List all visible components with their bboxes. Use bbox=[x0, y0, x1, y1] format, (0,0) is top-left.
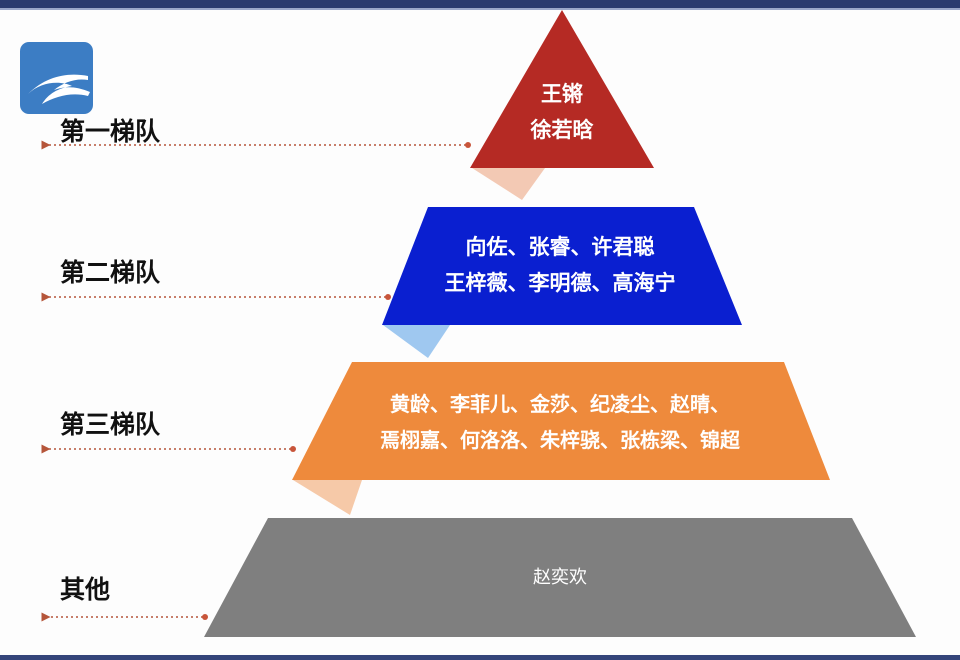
zhejiang-tv-logo bbox=[20, 42, 93, 114]
tier4-name-line: 赵奕欢 bbox=[533, 567, 587, 588]
bottom-border bbox=[0, 655, 960, 660]
tier4-label: 其他 bbox=[60, 575, 111, 604]
tier3-label: 第三梯队 bbox=[60, 410, 161, 439]
tier1-name-line: 王锵 bbox=[541, 82, 583, 106]
tier1-names: 王锵 徐若晗 bbox=[500, 76, 624, 148]
tier3-shadow bbox=[293, 480, 362, 515]
tier3-name-line: 黄龄、李菲儿、金莎、纪凌尘、赵晴、 bbox=[390, 392, 730, 416]
tier2-shadow bbox=[383, 325, 450, 358]
tier1-name-line: 徐若晗 bbox=[530, 118, 594, 142]
tier1-label: 第一梯队 bbox=[60, 117, 161, 146]
tier3-trapezoid bbox=[292, 362, 830, 480]
top-border bbox=[0, 0, 960, 10]
tier3-name-line: 焉栩嘉、何洛洛、朱梓骁、张栋梁、锦超 bbox=[380, 428, 740, 452]
tier4-names: 赵奕欢 bbox=[460, 560, 660, 596]
tier1-triangle bbox=[470, 10, 654, 168]
tier2-name-line: 王梓薇、李明德、高海宁 bbox=[444, 271, 676, 295]
tier2-trapezoid bbox=[382, 207, 742, 325]
tier2-name-line: 向佐、张睿、许君聪 bbox=[465, 235, 655, 259]
tier4-trapezoid bbox=[204, 518, 916, 637]
tier3-names: 黄龄、李菲儿、金莎、纪凌尘、赵晴、 焉栩嘉、何洛洛、朱梓骁、张栋梁、锦超 bbox=[310, 386, 810, 458]
tier2-label: 第二梯队 bbox=[60, 258, 161, 287]
tier2-names: 向佐、张睿、许君聪 王梓薇、李明德、高海宁 bbox=[400, 229, 720, 301]
tier1-shadow bbox=[472, 168, 545, 200]
